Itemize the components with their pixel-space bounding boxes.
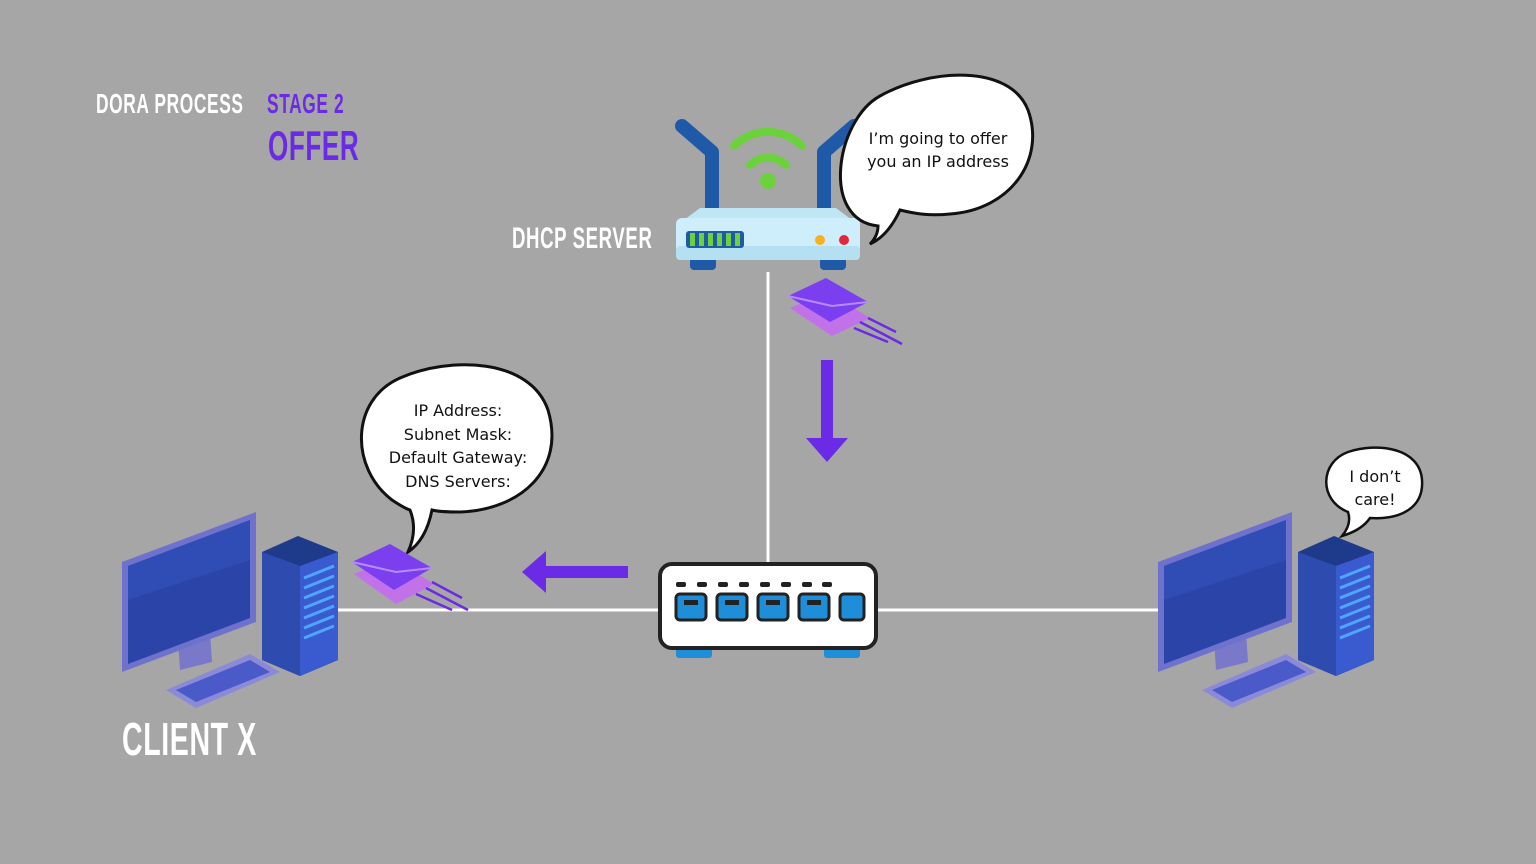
client-bubble-line: Subnet Mask:	[403, 424, 513, 444]
server-bubble-line: I’m going to offer	[868, 129, 1008, 148]
other-speech-bubble	[1325, 446, 1424, 539]
client-bubble-line: IP Address:	[413, 401, 503, 420]
desktop-computer-icon	[1158, 512, 1374, 708]
client-bubble-line: Default Gateway:	[388, 448, 528, 467]
other-bubble-text: I don’t care!	[1330, 465, 1420, 511]
arrow-down-icon	[806, 360, 848, 462]
arrow-left-icon	[522, 551, 628, 593]
other-bubble-line: I don’t	[1349, 467, 1401, 486]
client-bubble-text: IP Address: Subnet Mask: Default Gateway…	[368, 399, 548, 493]
client-bubble-line: DNS Servers:	[405, 471, 511, 491]
title-process: DORA PROCESS	[96, 88, 244, 119]
other-bubble-line: care!	[1354, 490, 1396, 509]
server-bubble-line: you an IP address	[867, 152, 1009, 171]
title-step: OFFER	[268, 122, 360, 169]
envelope-icon	[351, 544, 469, 612]
server-label: DHCP SERVER	[512, 222, 653, 255]
router-icon	[675, 119, 861, 270]
network-switch-icon	[658, 562, 878, 658]
client-label: CLIENT X	[122, 713, 257, 765]
desktop-computer-icon	[122, 512, 338, 708]
server-speech-bubble	[838, 73, 1034, 246]
envelope-icon	[787, 278, 903, 346]
title-stage: STAGE 2	[267, 88, 345, 119]
server-bubble-text: I’m going to offer you an IP address	[848, 127, 1028, 173]
client-speech-bubble	[360, 363, 554, 557]
